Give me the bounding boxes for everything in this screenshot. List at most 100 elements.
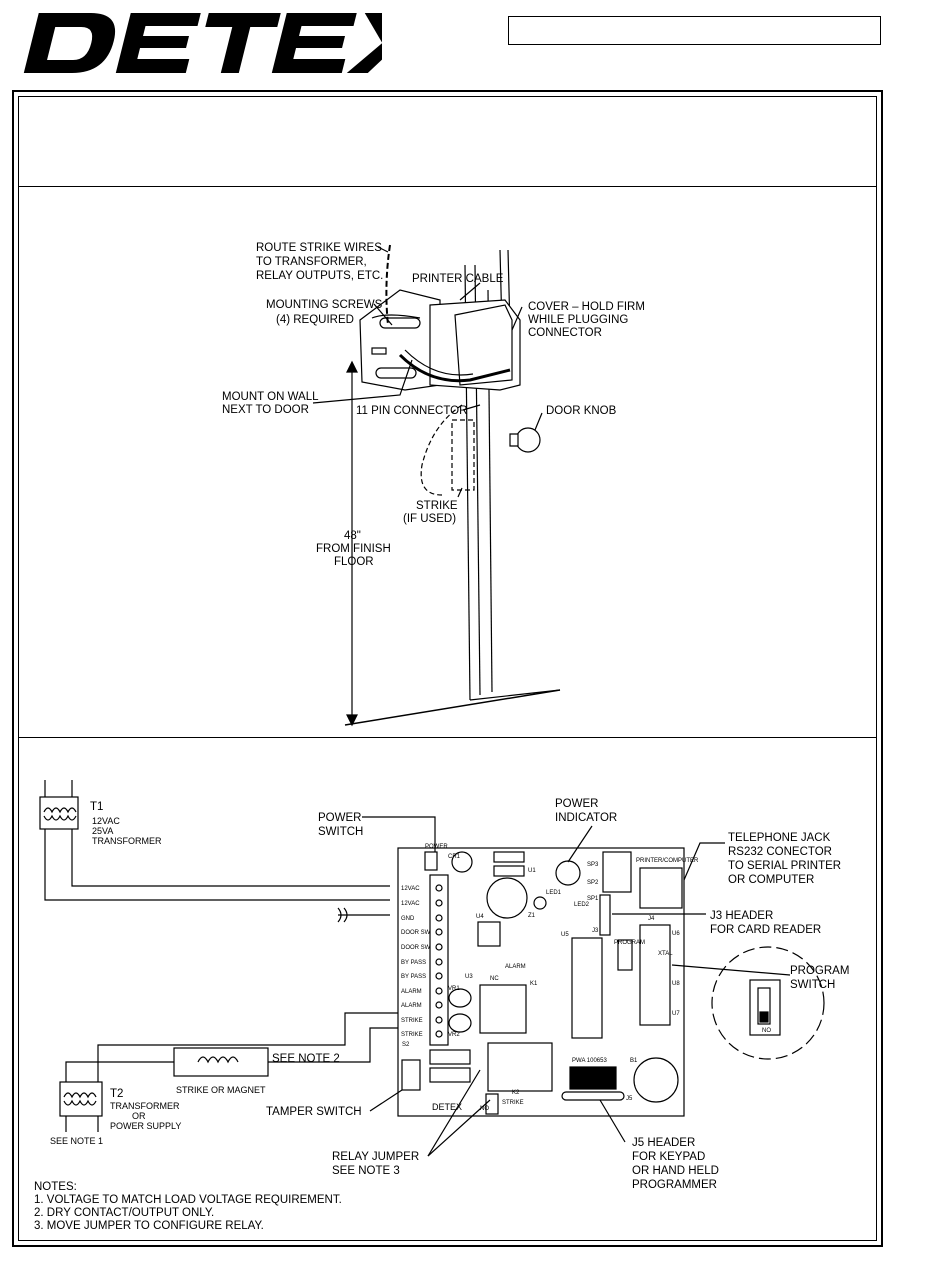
board-u4: U4 — [476, 914, 484, 920]
terminal-label: 12VAC — [401, 886, 420, 892]
title-box — [508, 16, 881, 45]
t2-transformer-label: TRANSFORMER — [110, 1101, 180, 1111]
board-alarm: ALARM — [505, 964, 526, 970]
installation-labels: ROUTE STRIKE WIRES TO TRANSFORMER, RELAY… — [222, 242, 645, 568]
j5-header-label-2: FOR KEYPAD — [632, 1151, 705, 1163]
see-note-1-label: SEE NOTE 1 — [50, 1136, 103, 1146]
board-u1: U1 — [528, 868, 536, 874]
power-indicator-label-2: INDICATOR — [555, 812, 617, 824]
mount-wall-label-2: NEXT TO DOOR — [222, 404, 309, 416]
board-vr2: VR2 — [448, 1032, 460, 1038]
terminal-label: DOOR SW — [401, 930, 431, 936]
board-sp2: SP2 — [587, 880, 599, 886]
printer-cable-label: PRINTER CABLE — [412, 273, 504, 285]
board-u6: U6 — [672, 931, 680, 937]
see-note-2-label: SEE NOTE 2 — [272, 1053, 340, 1065]
height-label-2: FROM FINISH — [316, 543, 391, 555]
board-j4: J4 — [648, 916, 655, 922]
route-strike-label-3: RELAY OUTPUTS, ETC. — [256, 270, 383, 282]
board-brand: DETEX — [432, 1102, 462, 1112]
power-switch-label-2: SWITCH — [318, 826, 363, 838]
board-u3: U3 — [465, 974, 473, 980]
board-j5: J5 — [626, 1096, 633, 1102]
relay-jumper-label-2: SEE NOTE 3 — [332, 1165, 400, 1177]
tamper-switch-label: TAMPER SWITCH — [266, 1106, 362, 1118]
pin-connector-label: 11 PIN CONNECTOR — [356, 405, 467, 417]
terminal-label: DOOR SW — [401, 945, 431, 951]
board-pwa: PWA 100653 — [572, 1058, 607, 1064]
mounting-screws-label-1: MOUNTING SCREWS — [266, 299, 383, 311]
telephone-jack-label-4: OR COMPUTER — [728, 874, 814, 886]
section-divider — [18, 737, 877, 738]
cover-label-3: CONNECTOR — [528, 327, 602, 339]
notes-block: NOTES: 1. VOLTAGE TO MATCH LOAD VOLTAGE … — [34, 1181, 342, 1232]
board-led2: LED2 — [574, 902, 590, 908]
power-indicator-label-1: POWER — [555, 798, 598, 810]
detex-logo: ® — [23, 11, 382, 73]
note-item: 2. DRY CONTACT/OUTPUT ONLY. — [34, 1207, 214, 1219]
board-u7: U7 — [672, 1011, 680, 1017]
board-xtal: XTAL — [658, 951, 673, 957]
terminal-screws — [435, 884, 443, 1038]
terminal-label: BY PASS — [401, 960, 426, 966]
mounting-screws-label-2: (4) REQUIRED — [276, 314, 354, 326]
board-z1: Z1 — [528, 913, 536, 919]
j3-header-label-1: J3 HEADER — [710, 910, 773, 922]
terminal-label: STRIKE — [401, 1018, 423, 1024]
board-printer-computer: PRINTER/COMPUTER — [636, 858, 699, 864]
route-strike-label-1: ROUTE STRIKE WIRES — [256, 242, 382, 254]
j3-header-label-2: FOR CARD READER — [710, 924, 821, 936]
note-item: 1. VOLTAGE TO MATCH LOAD VOLTAGE REQUIRE… — [34, 1194, 342, 1206]
door-knob-label: DOOR KNOB — [546, 405, 617, 417]
wiring-diagram — [39, 780, 825, 1157]
terminal-label: BY PASS — [401, 974, 426, 980]
board-s2: S2 — [402, 1042, 410, 1048]
board-k2: K2 — [512, 1090, 520, 1096]
t1-label: T1 — [90, 801, 103, 813]
strike-label-1: STRIKE — [416, 500, 458, 512]
strike-label-2: (IF USED) — [403, 513, 456, 525]
board-no: NO — [480, 1106, 489, 1112]
header-divider — [18, 186, 877, 187]
program-switch-label-2: SWITCH — [790, 979, 835, 991]
installation-drawing — [312, 244, 561, 727]
board-u8: U8 — [672, 981, 680, 987]
board-power: POWER — [425, 844, 448, 850]
t2-label: T2 — [110, 1088, 123, 1100]
terminal-label: ALARM — [401, 989, 422, 995]
board-sp3: SP3 — [587, 862, 599, 868]
strike-magnet-label: STRIKE OR MAGNET — [176, 1085, 266, 1095]
board-j3: J3 — [592, 928, 599, 934]
terminal-label: GND — [401, 916, 415, 922]
height-label-1: 48" — [344, 530, 361, 542]
t2-power-supply-label: POWER SUPPLY — [110, 1121, 181, 1131]
mount-wall-label-1: MOUNT ON WALL — [222, 391, 319, 403]
j5-header-label-1: J5 HEADER — [632, 1137, 695, 1149]
board-cr1: CR1 — [448, 854, 461, 860]
board-sp1: SP1 — [587, 896, 599, 902]
height-label-3: FLOOR — [334, 556, 374, 568]
power-switch-label-1: POWER — [318, 812, 361, 824]
board-vr1: VR1 — [448, 986, 460, 992]
terminal-label: ALARM — [401, 1003, 422, 1009]
notes-title: NOTES: — [34, 1181, 77, 1193]
telephone-jack-label-3: TO SERIAL PRINTER — [728, 860, 841, 872]
cover-label-2: WHILE PLUGGING — [528, 314, 628, 326]
program-switch-label-1: PROGRAM — [790, 965, 849, 977]
board-k1: K1 — [530, 981, 538, 987]
route-strike-label-2: TO TRANSFORMER, — [256, 256, 367, 268]
registered-mark: ® — [369, 11, 380, 27]
t1-voltage-label: 12VAC — [92, 816, 120, 826]
board-b1: B1 — [630, 1058, 638, 1064]
cover-label-1: COVER – HOLD FIRM — [528, 301, 645, 313]
wiring-labels: T1 12VAC 25VA TRANSFORMER POWER SWITCH P… — [50, 798, 849, 1191]
t1-va-label: 25VA — [92, 826, 113, 836]
j5-header-label-4: PROGRAMMER — [632, 1179, 717, 1191]
board-program: PROGRAM — [614, 940, 645, 946]
t2-or-label: OR — [132, 1111, 146, 1121]
board-u5: U5 — [561, 932, 569, 938]
telephone-jack-label-2: RS232 CONECTOR — [728, 846, 832, 858]
board-nc: NC — [490, 976, 499, 982]
outer-frame — [12, 90, 883, 1247]
